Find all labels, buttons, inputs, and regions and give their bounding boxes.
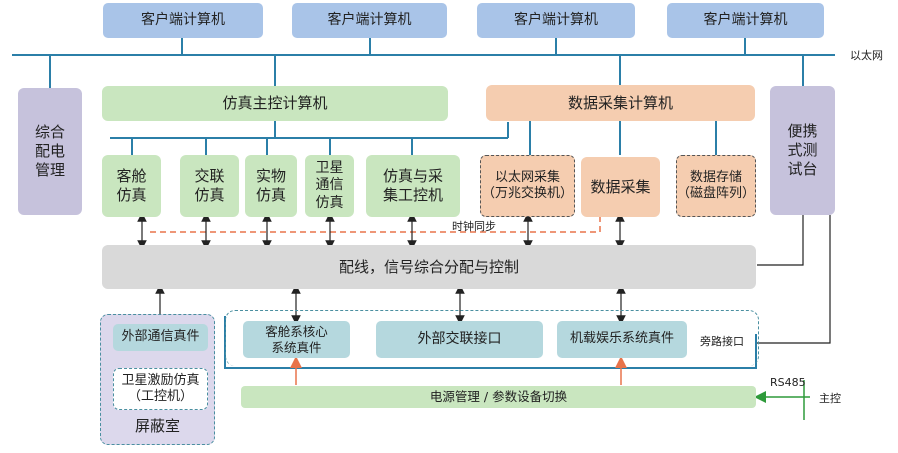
bottom-region-outline (225, 310, 759, 366)
power-mgmt-switching: 电源管理 / 参数设备切换 (241, 386, 756, 408)
portable-test-bench: 便携 式测 试台 (770, 86, 835, 215)
data-acquisition: 数据采集 (581, 157, 660, 217)
client-computer-4: 客户端计算机 (667, 3, 824, 38)
shield-room-label: 屏蔽室 (134, 417, 180, 436)
satellite-stimulus-sim: 卫星激励仿真 （工控机） (113, 368, 208, 410)
client-computer-3: 客户端计算机 (477, 3, 635, 38)
ethernet-acquisition-switch: 以太网采集 （万兆交换机） (480, 155, 575, 217)
client-computer-1: 客户端计算机 (103, 3, 263, 38)
power-distribution-mgmt: 综合 配电 管理 (18, 88, 82, 215)
rs485-label: RS485 (770, 376, 806, 389)
data-acquisition-computer: 数据采集计算机 (486, 85, 755, 121)
ife-real-part: 机载娱乐系统真件 (557, 321, 687, 358)
sim-master-computer: 仿真主控计算机 (102, 86, 448, 121)
cabin-sim: 客舱 仿真 (102, 155, 161, 217)
bypass-interface-label: 旁路接口 (700, 335, 744, 348)
wiring-signal-distribution-bus: 配线，信号综合分配与控制 (102, 245, 756, 289)
physical-sim: 实物 仿真 (245, 155, 297, 217)
crosslink-sim: 交联 仿真 (180, 155, 239, 217)
satcom-sim: 卫星 通信 仿真 (305, 155, 354, 217)
external-crosslink-interface: 外部交联接口 (376, 321, 543, 358)
data-storage-raid: 数据存储 （磁盘阵列） (676, 155, 756, 217)
ethernet-label: 以太网 (850, 49, 883, 62)
external-comm-real-part: 外部通信真件 (113, 324, 208, 351)
cabin-core-real-part: 客舱系核心 系统真件 (243, 321, 350, 358)
sim-acq-ipc: 仿真与采 集工控机 (366, 155, 460, 217)
client-computer-2: 客户端计算机 (292, 3, 447, 38)
main-control-label: 主控 (819, 392, 841, 405)
clock-sync-label: 时钟同步 (452, 220, 496, 233)
